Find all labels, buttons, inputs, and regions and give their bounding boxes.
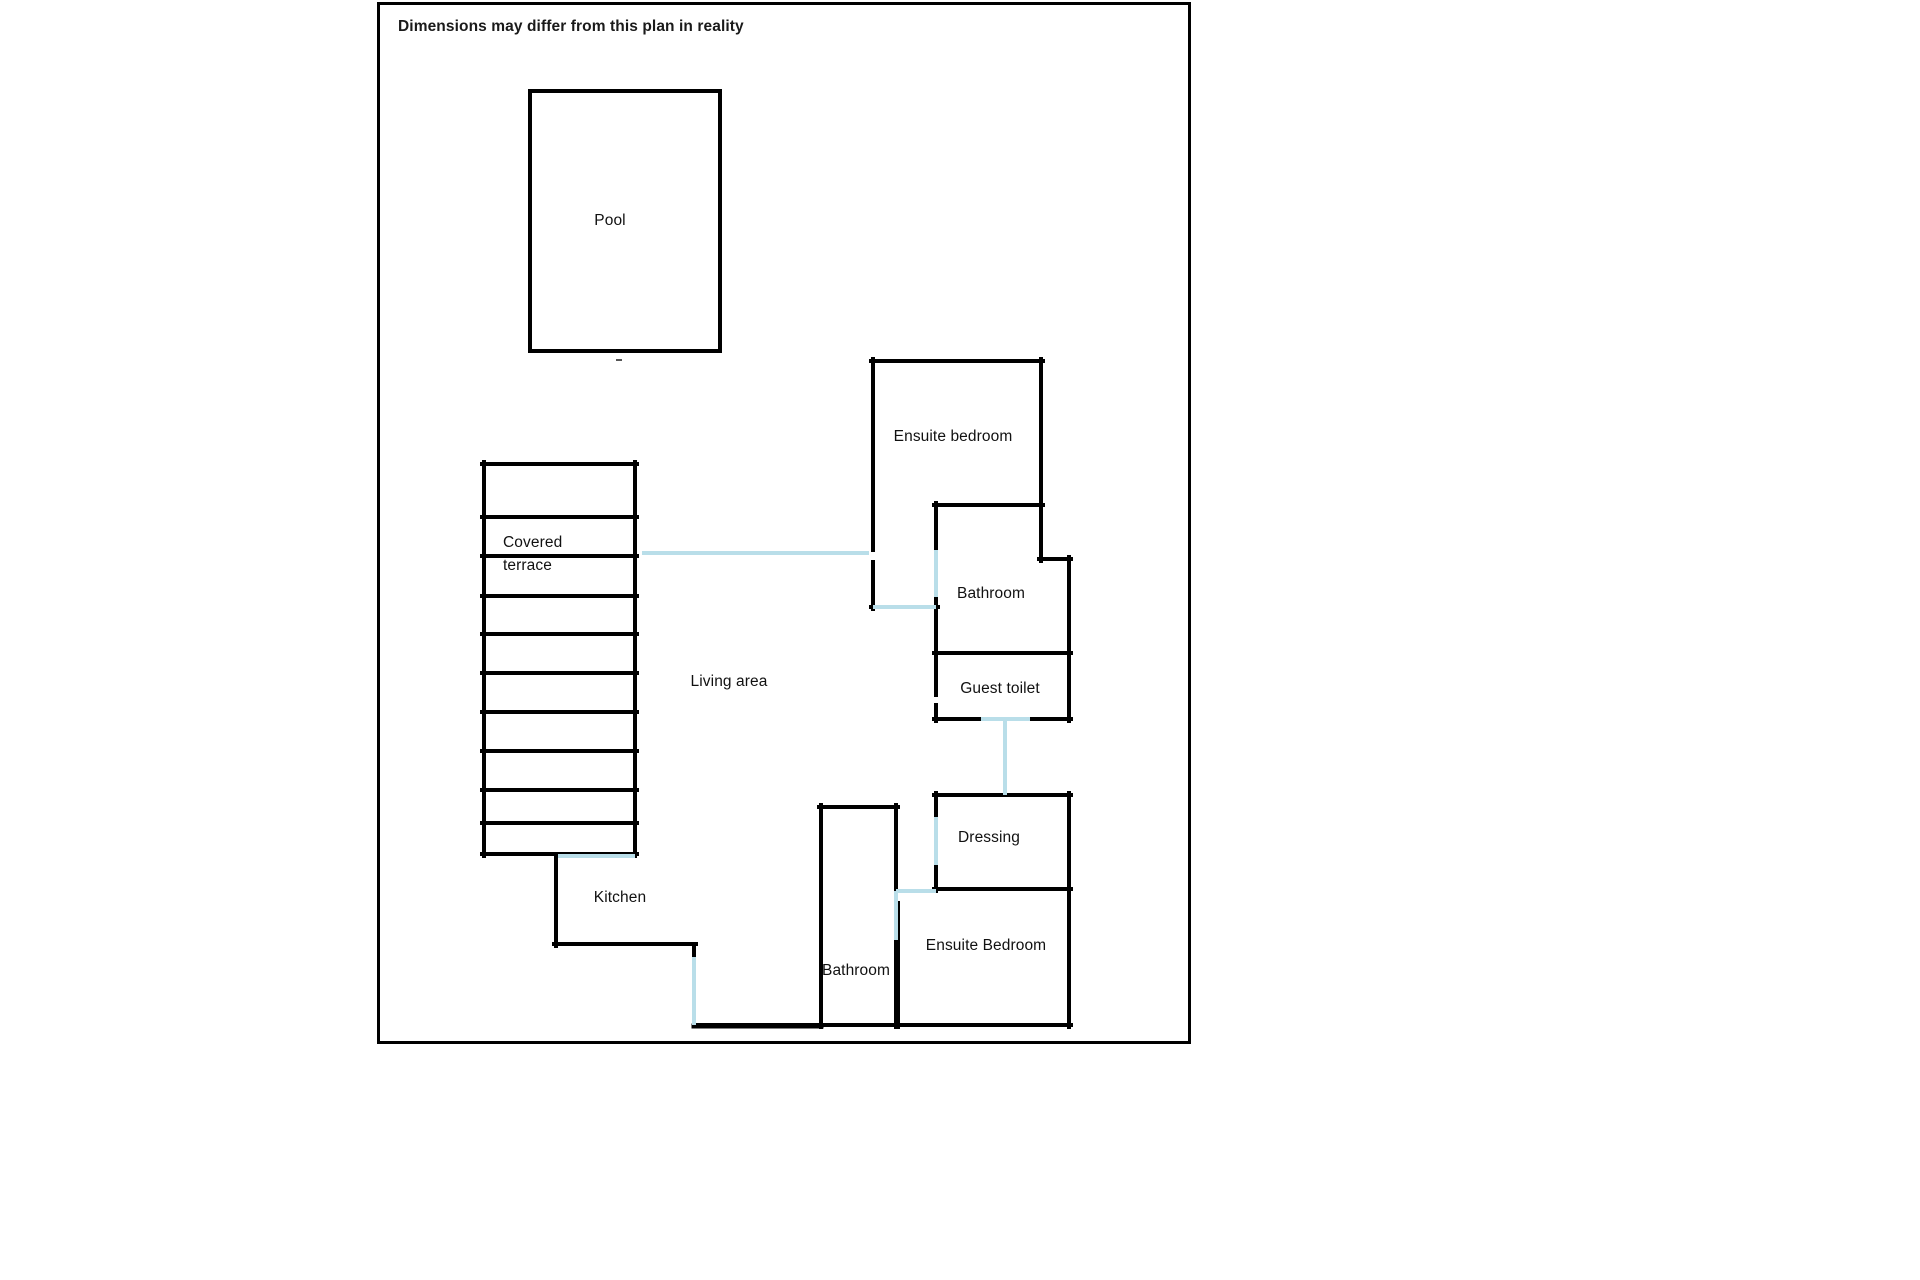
room-label-living-area: Living area [690, 673, 768, 690]
room-label-dressing: Dressing [958, 829, 1020, 846]
room-label-pool: Pool [594, 212, 626, 229]
room-label-ensuite-bedroom-upper: Ensuite bedroom [893, 428, 1013, 445]
plan-sheet: Dimensions may differ from this plan in … [377, 2, 1191, 1044]
covered-terrace-label-line1: Covered [503, 534, 563, 551]
room-label-guest-toilet: Guest toilet [960, 680, 1040, 697]
disclaimer-text: Dimensions may differ from this plan in … [398, 18, 744, 35]
covered-terrace-label-line2: terrace [503, 557, 552, 574]
room-label-kitchen: Kitchen [593, 889, 647, 906]
room-label-covered-terrace: Covered terrace [503, 531, 562, 577]
room-label-bathroom-lower: Bathroom [822, 962, 890, 979]
room-label-bathroom-upper: Bathroom [957, 585, 1025, 602]
plan-drawing [480, 89, 1073, 1029]
room-label-ensuite-bedroom-lower: Ensuite Bedroom [925, 937, 1047, 954]
